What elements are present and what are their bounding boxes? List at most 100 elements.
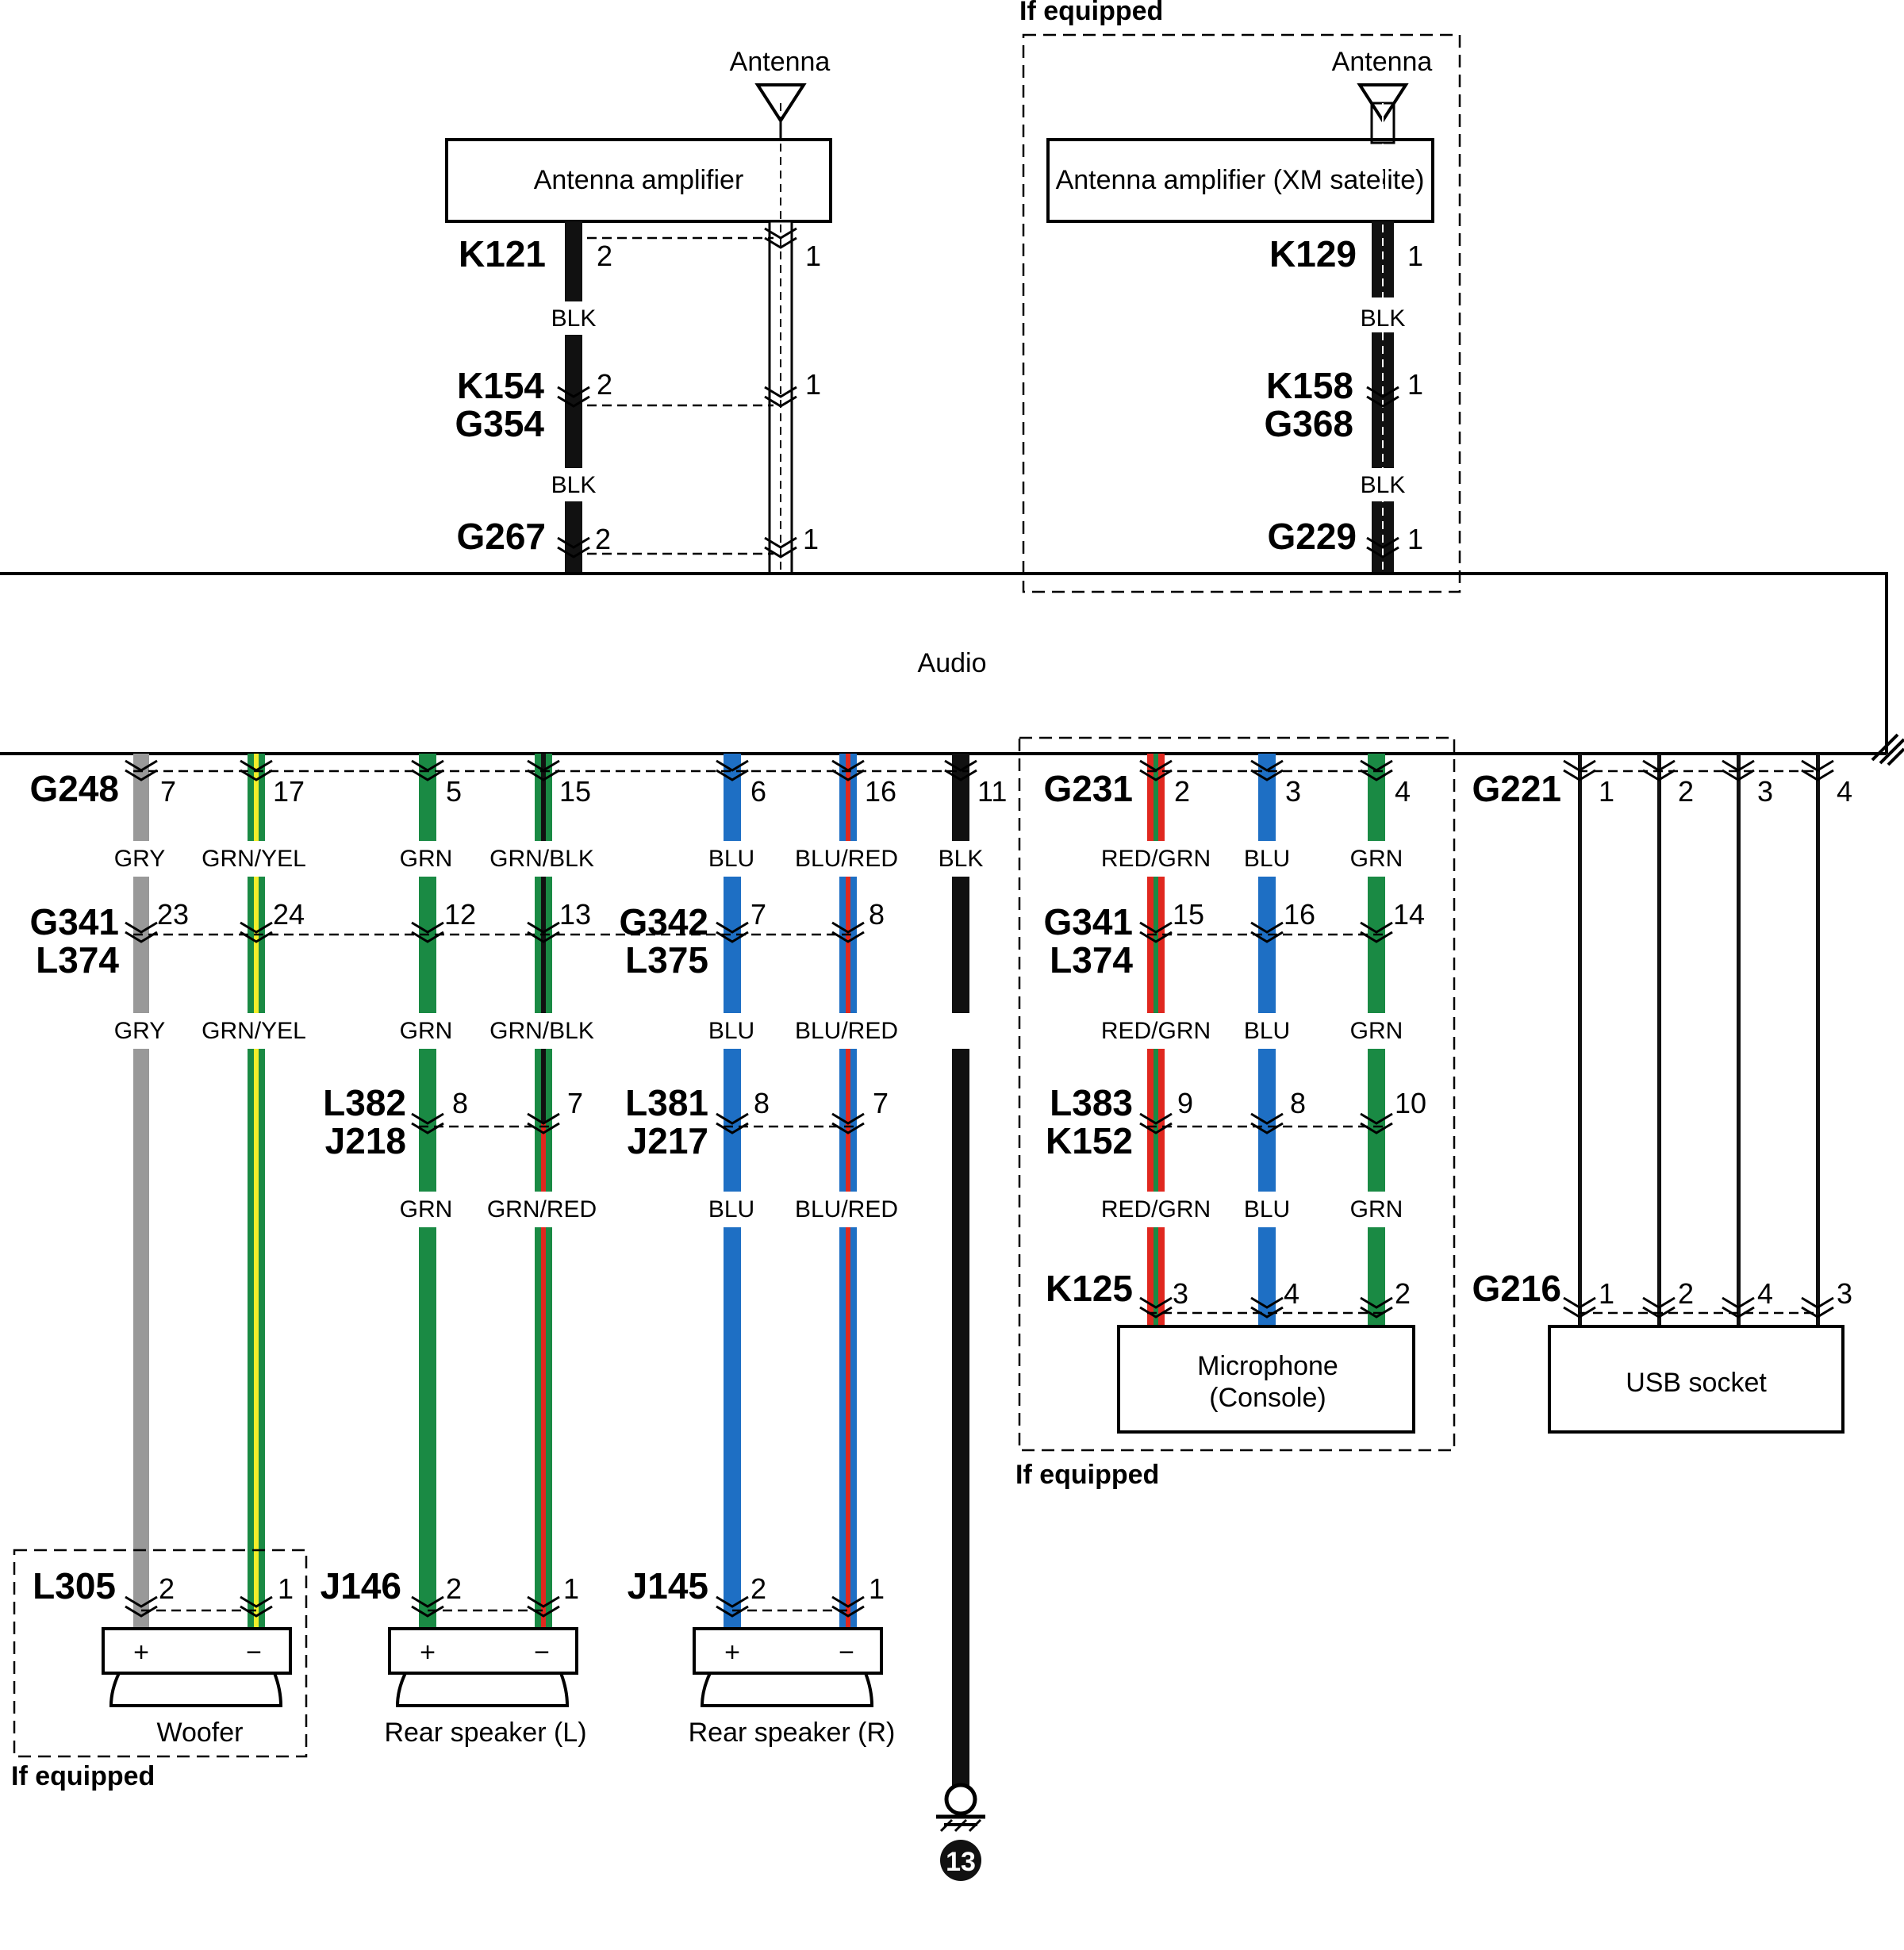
antenna-1-label: Antenna [730, 47, 831, 77]
pin-label: 23 [157, 898, 189, 931]
wire-color-label: RED/GRN [1101, 846, 1211, 872]
wire-color-label: GRN/YEL [202, 846, 306, 872]
wire-color-label: GRN/RED [487, 1196, 597, 1223]
connector-j217: J217 [628, 1120, 708, 1161]
wire-color-label: GRN/BLK [489, 1018, 594, 1044]
connector-k129: K129 [1269, 233, 1357, 274]
pin-label: 10 [1395, 1087, 1426, 1119]
connector-j218: J218 [325, 1120, 406, 1161]
pin-label: 4 [1284, 1277, 1299, 1310]
wire-label-gaps [103, 841, 1436, 1227]
wire-color-label: BLU [708, 846, 754, 872]
pin-label: 1 [869, 1572, 885, 1605]
wire-blu [724, 754, 741, 1629]
pin-label: 8 [869, 898, 885, 931]
connector-k152: K152 [1046, 1120, 1133, 1161]
if-equipped-xm-frame [1022, 33, 1461, 593]
plus-sign: + [420, 1637, 436, 1668]
pin-label: 4 [1837, 775, 1852, 808]
pin-label: 7 [873, 1087, 889, 1119]
connector-l383: L383 [1050, 1082, 1133, 1123]
connector-g267: G267 [456, 516, 546, 557]
pin-label: 2 [750, 1572, 766, 1605]
usb-wire-1 [1578, 754, 1582, 1326]
wires-layer [133, 754, 1820, 1787]
if-equipped-woofer-frame [13, 1549, 308, 1758]
connector-chevrons [124, 759, 1835, 1618]
wire-color-label: BLU [1244, 846, 1290, 872]
pin-label: 17 [273, 775, 305, 808]
pin-label: 8 [452, 1087, 468, 1119]
wire-color-labels: GRY GRN/YEL GRN GRN/BLK BLU BLU/RED BLK … [114, 846, 1403, 1223]
pin-label: 2 [446, 1572, 462, 1605]
connector-l374-mic: L374 [1050, 939, 1133, 981]
pin-label: 16 [865, 775, 896, 808]
pin-label: 7 [567, 1087, 583, 1119]
connector-k121: K121 [459, 233, 546, 274]
pin-label: 6 [750, 775, 766, 808]
woofer-speaker-icon: + − [102, 1627, 292, 1707]
pin-label: 13 [559, 898, 591, 931]
usb-socket-label: USB socket [1626, 1368, 1767, 1398]
xm-amplifier-label: Antenna amplifier (XM satelite) [1056, 165, 1425, 195]
connector-k154: K154 [457, 365, 544, 406]
connector-l375: L375 [625, 939, 708, 981]
xm-amplifier-box [1046, 138, 1434, 223]
minus-sign: − [534, 1637, 550, 1668]
microphone-sublabel: (Console) [1209, 1383, 1326, 1413]
connector-g341: G341 [29, 901, 119, 942]
connector-j145: J145 [628, 1565, 708, 1606]
antenna-2-label: Antenna [1332, 47, 1433, 77]
connector-k158: K158 [1266, 365, 1353, 406]
pin-label: 3 [1285, 775, 1301, 808]
connector-g216: G216 [1472, 1268, 1561, 1309]
pin-label: 7 [750, 898, 766, 931]
pin-label: 2 [159, 1572, 175, 1605]
pin-label: 5 [446, 775, 462, 808]
pin-label: 11 [977, 775, 1007, 808]
wire-blk-ground [952, 754, 969, 1787]
usb-wire-2 [1657, 754, 1661, 1326]
pin-label: 12 [444, 898, 476, 931]
wire-color-label: BLU/RED [795, 1018, 898, 1044]
pin-label: 1 [1407, 240, 1423, 272]
pin-label: 1 [805, 240, 821, 272]
connector-g229: G229 [1267, 516, 1357, 557]
connector-g341-mic: G341 [1043, 901, 1133, 942]
pin-label: 3 [1173, 1277, 1188, 1310]
antenna-amplifier-box [445, 138, 832, 223]
wire-color-label: BLU [1244, 1018, 1290, 1044]
pin-label: 2 [595, 523, 611, 555]
pin-label: 2 [597, 240, 612, 272]
audio-unit-label: Audio [918, 648, 987, 678]
rear-speaker-l-label: Rear speaker (L) [384, 1718, 586, 1748]
antenna-1-group: Antenna Antenna amplifier BLK BLK K121 K… [445, 47, 832, 575]
pin-label: 3 [1757, 775, 1773, 808]
wire-color-label: GRN [400, 1018, 453, 1044]
wire-color-label: BLU/RED [795, 846, 898, 872]
connector-l381: L381 [625, 1082, 708, 1123]
microphone-box [1117, 1325, 1415, 1434]
connector-g248: G248 [29, 768, 119, 809]
usb-wire-3 [1737, 754, 1741, 1326]
connector-g231: G231 [1043, 768, 1133, 809]
wire-color-label: GRY [114, 846, 165, 872]
pin-label: 3 [1837, 1277, 1852, 1310]
pin-label: 2 [597, 368, 612, 401]
wire-color-label: GRN [1350, 1018, 1403, 1044]
wire-color-label: BLU [708, 1018, 754, 1044]
connector-g342: G342 [619, 901, 708, 942]
usb-socket-box [1548, 1325, 1844, 1434]
wire-color-label: GRN [400, 1196, 453, 1223]
pin-label: 1 [278, 1572, 294, 1605]
pin-label: 4 [1757, 1277, 1773, 1310]
wire-color-label: BLK [1361, 472, 1406, 498]
antenna-1-icon [754, 83, 807, 124]
pin-label: 15 [559, 775, 591, 808]
wire-color-label: BLK [551, 305, 597, 332]
rear-speaker-r-icon: + − [693, 1627, 883, 1707]
if-equipped-label: If equipped [11, 1761, 155, 1791]
pin-label: 1 [805, 368, 821, 401]
audio-unit: Audio [0, 572, 1904, 766]
pin-label: 15 [1173, 898, 1204, 931]
